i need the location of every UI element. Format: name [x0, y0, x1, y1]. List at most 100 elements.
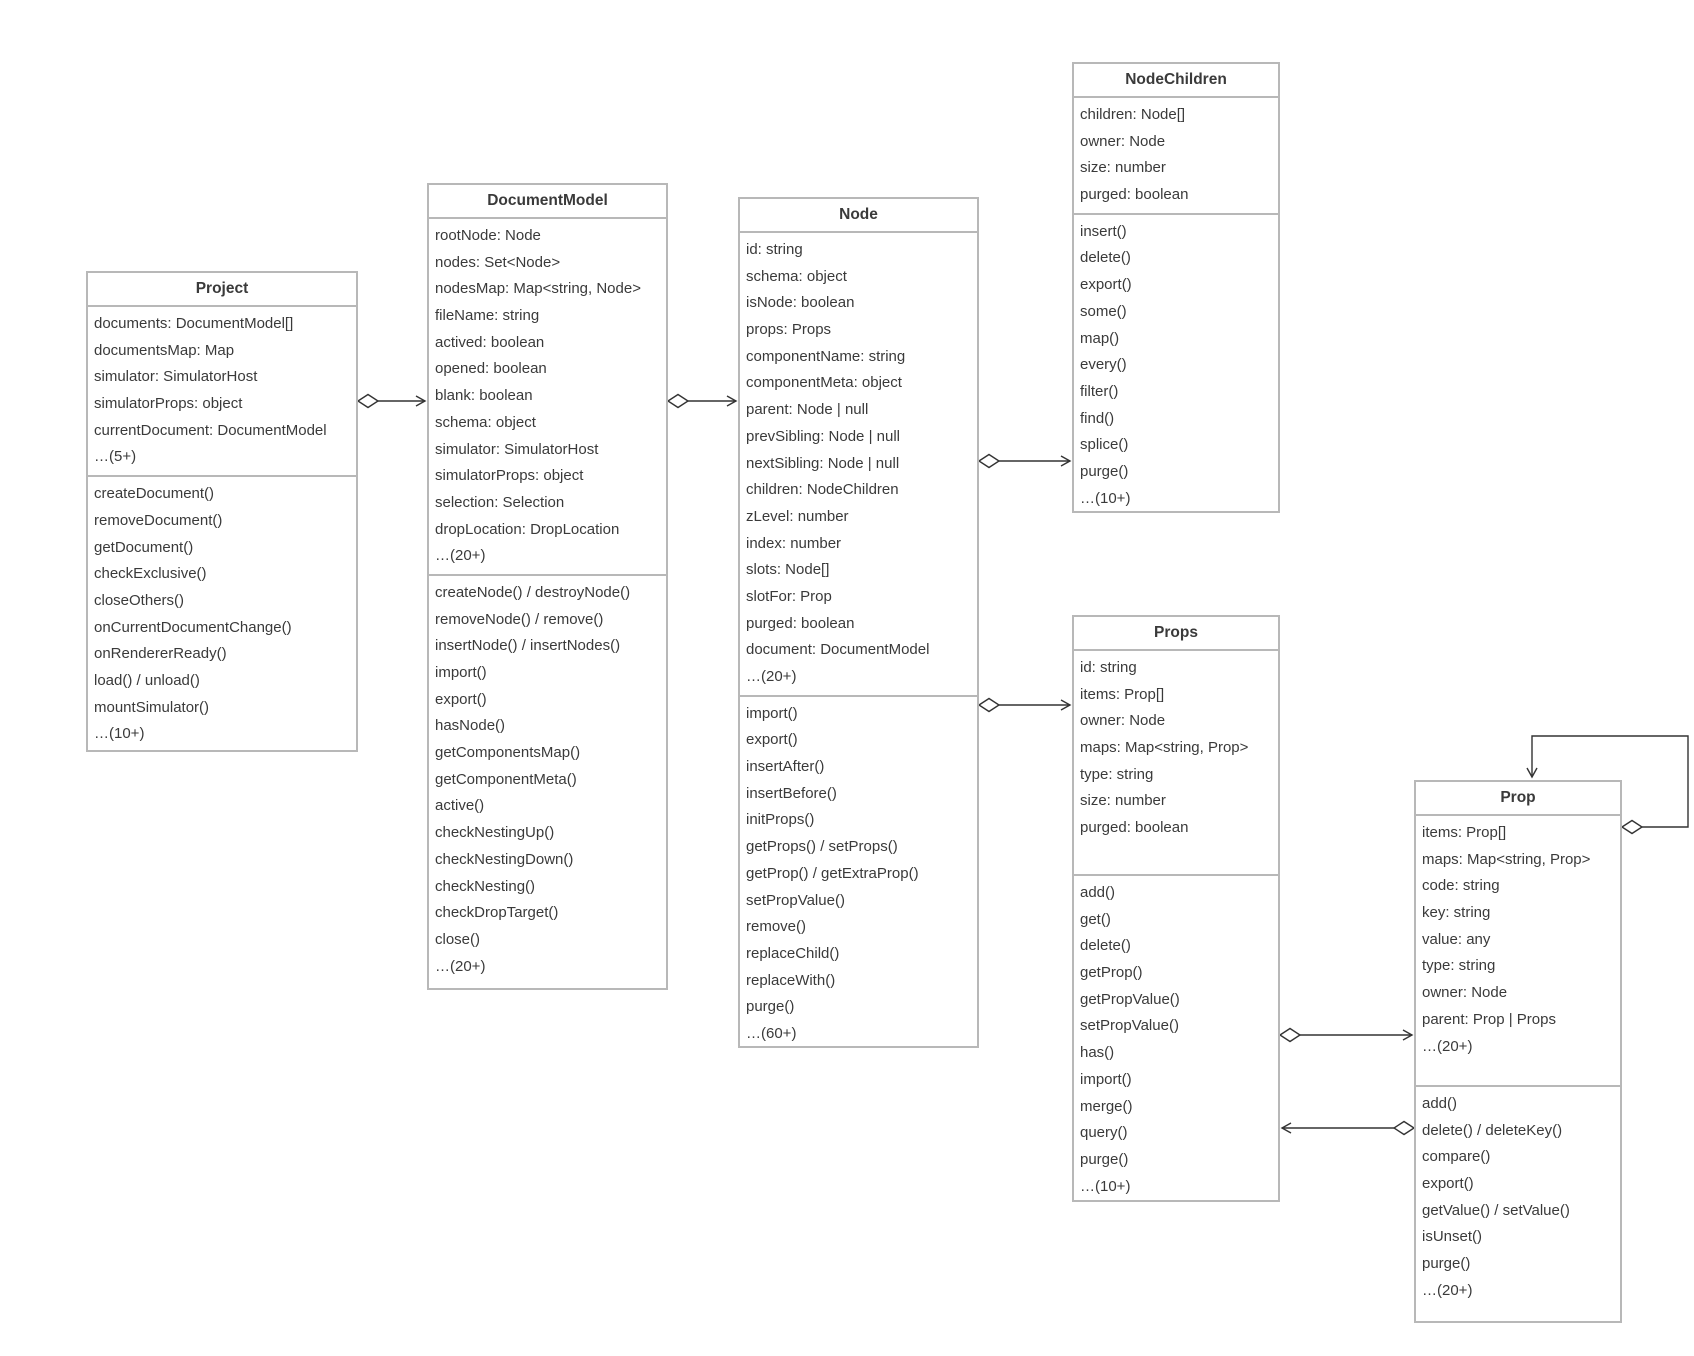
- class-attribute: purged: boolean: [1080, 186, 1189, 204]
- class-method: checkDropTarget(): [435, 904, 559, 922]
- class-method: checkNestingUp(): [435, 824, 555, 842]
- class-method: import(): [435, 664, 487, 681]
- class-prop-name: Prop: [1416, 782, 1620, 816]
- class-attribute: owner: Node: [1422, 984, 1508, 1002]
- class-attribute: size: number: [1080, 159, 1166, 177]
- class-method: getProp() / getExtraProp(): [746, 864, 919, 882]
- class-node-children-methods: insert()delete()export()some()map()every…: [1074, 212, 1278, 517]
- class-attribute: value: any: [1422, 930, 1491, 948]
- class-project-name: Project: [88, 273, 356, 307]
- class-props-name: Props: [1074, 617, 1278, 651]
- class-attribute: currentDocument: DocumentModel: [94, 421, 327, 439]
- aggregation-diamond-3: [977, 453, 1001, 469]
- class-method: insert(): [1080, 222, 1127, 240]
- class-method: export(): [435, 690, 487, 708]
- class-method: purge(): [1422, 1255, 1471, 1273]
- class-method: purge(): [1080, 462, 1129, 480]
- class-attribute: props: Props: [746, 321, 832, 339]
- class-method: compare(): [1422, 1148, 1491, 1166]
- class-attribute: simulatorProps: object: [435, 467, 584, 485]
- class-attribute: isNode: boolean: [746, 294, 855, 312]
- class-attribute: purged: boolean: [746, 614, 855, 632]
- class-attribute: actived: boolean: [435, 333, 545, 351]
- class-attribute: key: string: [1422, 904, 1491, 922]
- class-attribute: simulator: SimulatorHost: [435, 440, 599, 458]
- class-method: replaceChild(): [746, 944, 840, 962]
- class-attribute: …(5+): [94, 448, 137, 466]
- aggregation-diamond-1: [356, 393, 380, 409]
- class-attribute: code: string: [1422, 877, 1500, 895]
- class-method: get(): [1080, 910, 1111, 928]
- class-method: query(): [1080, 1124, 1128, 1142]
- class-attribute: …(20+): [746, 668, 797, 685]
- class-method: some(): [1080, 302, 1127, 320]
- class-method: …(20+): [435, 957, 486, 975]
- class-attribute: owner: Node: [1080, 132, 1166, 150]
- class-method: …(10+): [94, 725, 145, 743]
- arrowhead-4: [1060, 699, 1072, 711]
- class-method: merge(): [1080, 1097, 1133, 1115]
- class-method: purge(): [1080, 1150, 1129, 1168]
- class-node-name: Node: [740, 199, 977, 233]
- class-method: every(): [1080, 356, 1127, 374]
- arrowhead-3: [1060, 455, 1072, 467]
- class-method: export(): [746, 731, 798, 749]
- aggregation-diamond-6: [1392, 1120, 1416, 1136]
- class-attribute: dropLocation: DropLocation: [435, 520, 620, 538]
- class-attribute: documentsMap: Map: [94, 341, 235, 359]
- class-method: getComponentMeta(): [435, 770, 577, 788]
- class-node-children-name: NodeChildren: [1074, 64, 1278, 98]
- class-method: delete() / deleteKey(): [1422, 1121, 1563, 1139]
- class-method: insertNode() / insertNodes(): [435, 637, 621, 655]
- class-attribute: type: string: [1422, 957, 1496, 975]
- arrowhead-2: [726, 395, 738, 407]
- class-method: removeNode() / remove(): [435, 610, 604, 628]
- class-document-model-name: DocumentModel: [429, 185, 666, 219]
- class-project-attributes: documents: DocumentModel[]documentsMap: …: [88, 307, 356, 475]
- class-attribute: schema: object: [746, 267, 847, 285]
- class-attribute: …(20+): [435, 547, 486, 565]
- class-method: export(): [1422, 1175, 1474, 1193]
- class-node-children: NodeChildren children: Node[]owner: Node…: [1072, 62, 1280, 513]
- class-attribute: id: string: [1080, 659, 1137, 676]
- class-attribute: purged: boolean: [1080, 819, 1189, 837]
- class-props-methods: add()get()delete()getProp()getPropValue(…: [1074, 874, 1278, 1204]
- class-attribute: prevSibling: Node | null: [746, 427, 900, 445]
- class-method: add(): [1080, 884, 1116, 901]
- class-attribute: document: DocumentModel: [746, 641, 930, 659]
- class-attribute: type: string: [1080, 765, 1154, 783]
- class-method: filter(): [1080, 382, 1119, 400]
- class-method: isUnset(): [1422, 1228, 1483, 1246]
- class-method: import(): [1080, 1070, 1132, 1088]
- aggregation-diamond-5: [1278, 1027, 1302, 1043]
- class-attribute: parent: Prop | Props: [1422, 1010, 1556, 1028]
- class-attribute: nodes: Set<Node>: [435, 253, 561, 271]
- class-method: …(60+): [746, 1024, 797, 1042]
- class-attribute: size: number: [1080, 792, 1166, 810]
- arrowhead-6: [1280, 1122, 1292, 1134]
- class-project-methods: createDocument()removeDocument()getDocum…: [88, 475, 356, 752]
- class-project: Project documents: DocumentModel[]docume…: [86, 271, 358, 752]
- class-method: map(): [1080, 329, 1120, 347]
- class-method: checkExclusive(): [94, 565, 207, 583]
- class-method: getProp(): [1080, 964, 1143, 982]
- class-attribute: selection: Selection: [435, 493, 565, 511]
- class-attribute: …(20+): [1422, 1037, 1473, 1055]
- class-attribute: maps: Map<string, Prop>: [1422, 850, 1591, 868]
- class-prop-methods: add()delete() / deleteKey()compare()expo…: [1416, 1085, 1620, 1309]
- class-method: removeDocument(): [94, 511, 223, 529]
- class-prop: Prop items: Prop[]maps: Map<string, Prop…: [1414, 780, 1622, 1323]
- class-method: checkNesting(): [435, 877, 536, 895]
- class-attribute: index: number: [746, 534, 842, 552]
- class-method: mountSimulator(): [94, 698, 210, 716]
- class-method: load() / unload(): [94, 671, 200, 689]
- class-method: createDocument(): [94, 485, 215, 503]
- class-method: import(): [746, 704, 798, 722]
- class-attribute: items: Prop[]: [1080, 685, 1165, 703]
